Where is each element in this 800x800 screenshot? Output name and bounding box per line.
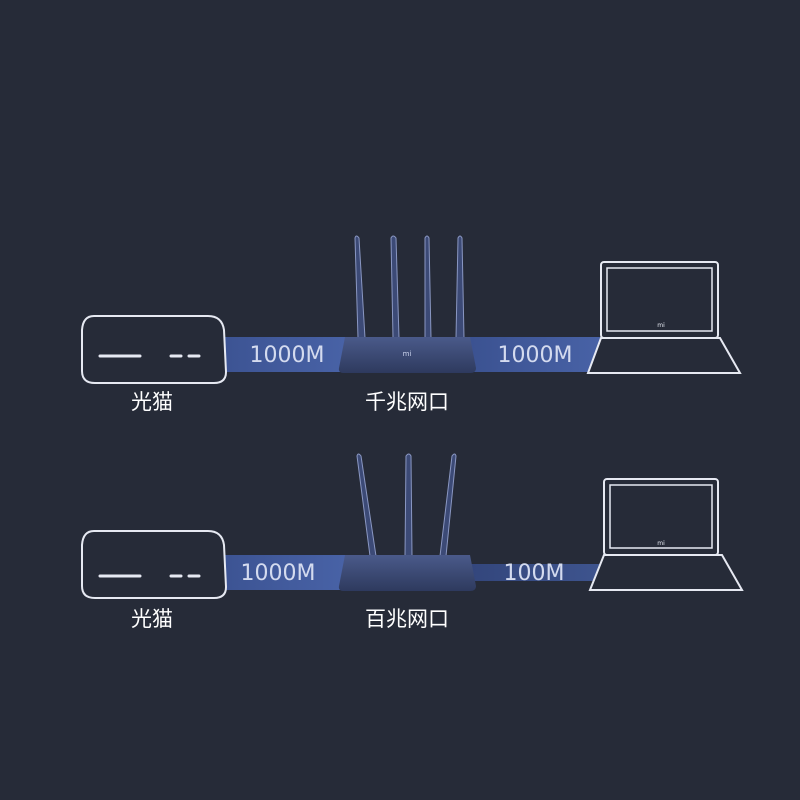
antenna-icons	[357, 454, 456, 556]
router-port-label: 百兆网口	[365, 607, 449, 631]
optical-modem-icon	[82, 531, 226, 598]
link-speed-right: 1000M	[498, 343, 573, 368]
modem-label: 光猫	[131, 390, 173, 414]
link-speed-right: 100M	[504, 561, 565, 586]
laptop-icon: mi	[588, 262, 740, 373]
link-speed-left: 1000M	[241, 561, 316, 586]
antenna-icons	[355, 236, 464, 338]
svg-text:mi: mi	[657, 540, 665, 547]
router-fast-ethernet-icon	[339, 454, 476, 591]
modem-label: 光猫	[131, 607, 173, 631]
svg-text:mi: mi	[403, 350, 412, 358]
optical-modem-icon	[82, 316, 226, 383]
router-gigabit-icon: mi	[339, 236, 476, 373]
svg-text:mi: mi	[657, 322, 665, 329]
link-speed-left: 1000M	[250, 343, 325, 368]
row-gigabit: mi mi 1000M 1000M 光猫 千兆网口	[82, 236, 740, 414]
row-fast-ethernet: mi 1000M 100M 光猫 百兆网口	[82, 454, 742, 631]
laptop-icon: mi	[590, 479, 742, 590]
router-port-label: 千兆网口	[365, 390, 449, 414]
